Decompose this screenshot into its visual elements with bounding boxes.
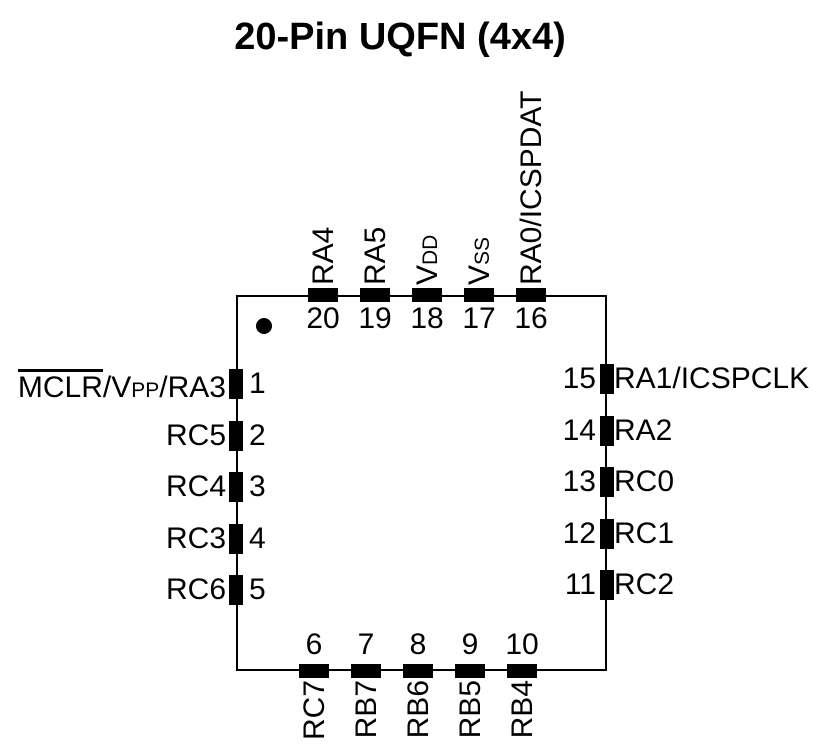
pin-1-indicator-icon [256,318,272,334]
pin-15-number: 15 [562,362,596,395]
pin-3-label: RC4 [165,470,226,503]
pin-1-pad [229,369,243,399]
pin-19-label: RA5 [359,226,392,285]
pin-14-pad [600,416,614,446]
pin-17-number: 17 [462,302,496,335]
pin-12-label: RC1 [614,517,675,550]
pin-16-pad [516,288,546,302]
pin-17-label: VSS [463,236,496,285]
pin-18-number: 18 [410,302,444,335]
pin-6-pad [299,664,329,678]
pin-13-number: 13 [562,465,596,498]
pin-3-number: 3 [249,470,266,503]
pin-11-label: RC2 [614,568,675,601]
pin-2-number: 2 [249,419,266,452]
pin-14-label: RA2 [614,414,673,447]
pin-1-number: 1 [249,367,266,400]
pin-10-label: RB4 [506,680,539,739]
pin-16-number: 16 [514,302,548,335]
pin-18-pad [412,288,442,302]
figure-title: 20-Pin UQFN (4x4) [234,16,566,58]
pin-19-pad [360,288,390,302]
pin-3-pad [229,472,243,502]
pin-18-label: VDD [411,234,444,285]
pin-8-label: RB6 [402,680,435,739]
pin-12-number: 12 [562,517,596,550]
pin-14-number: 14 [562,414,596,447]
pin-11-number: 11 [564,568,596,601]
pin-9-number: 9 [461,628,479,661]
pin-9-pad [455,664,485,678]
pin-15-label: RA1/ICSPCLK [614,362,810,395]
pin-4-pad [229,524,243,554]
pin-13-label: RC0 [614,465,675,498]
pin-8-pad [403,664,433,678]
pin-4-number: 4 [249,522,266,555]
pin-5-pad [229,575,243,605]
pin-20-pad [308,288,338,302]
pin-5-number: 5 [249,573,266,606]
pin-19-number: 19 [358,302,392,335]
pin-11-pad [600,570,614,600]
pin-4-label: RC3 [165,522,226,555]
pin-7-number: 7 [357,628,375,661]
pin-12-pad [600,519,614,549]
pin-6-label: RC7 [298,680,331,741]
pin-13-pad [600,467,614,497]
pin-2-pad [229,421,243,451]
package-outline [236,295,607,671]
pin-2-label: RC5 [165,419,226,452]
pin-10-pad [507,664,537,678]
pin-7-pad [351,664,381,678]
pin-20-label: RA4 [307,226,340,285]
pin-17-pad [464,288,494,302]
pin-15-pad [600,364,614,394]
pin-10-number: 10 [505,628,539,661]
pin-8-number: 8 [409,628,427,661]
pin-9-label: RB5 [454,680,487,739]
pin-1-label: MCLR/VPP/RA3 [17,369,226,404]
pin-7-label: RB7 [350,680,383,739]
pin-16-label: RA0/ICSPDAT [515,90,548,286]
pin-20-number: 20 [306,302,340,335]
pin-6-number: 6 [305,628,323,661]
pin-5-label: RC6 [165,573,226,606]
